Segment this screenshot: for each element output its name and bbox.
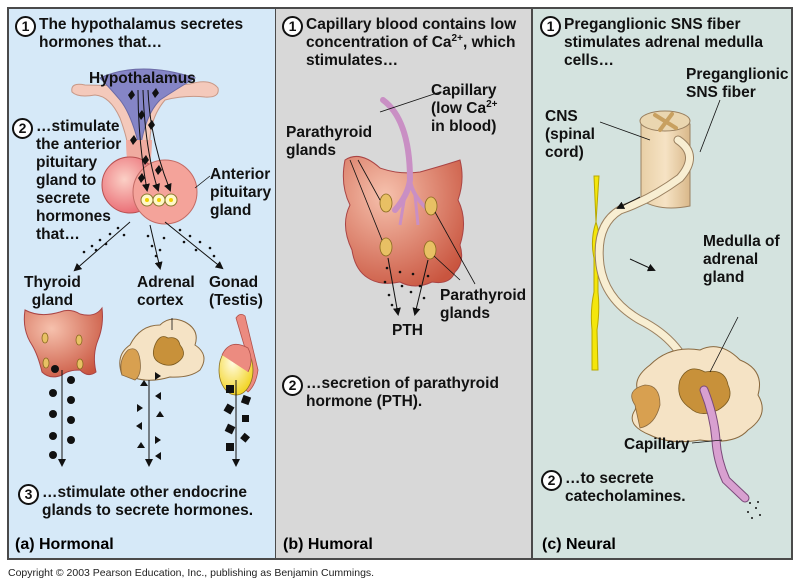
hormone-arrows-to-target-glands [73,221,224,272]
hypothalamus-pituitary-illustration [71,68,219,225]
gonad-label: Gonad(Testis) [209,274,263,309]
step-number-2: 2 [12,118,33,139]
caption-neural: (c) Neural [542,536,616,553]
hormone-dots [82,226,216,258]
capillary-label: Capillary [624,436,690,453]
neural-illustration [590,99,763,519]
capillary-label: Capillary(low Ca2+in blood) [431,82,498,135]
hypothalamus-label: Hypothalamus [89,70,196,87]
step-number-1: 1 [282,16,303,37]
thyroid-parathyroid-illustration [342,91,476,316]
panel-neural [532,7,793,560]
step-number-1: 1 [540,16,561,37]
step-number-1: 1 [15,16,36,37]
caption-humoral: (b) Humoral [283,536,373,553]
thyroid-gland-illustration [23,306,103,467]
testis-illustration [218,314,259,467]
hormonal-step-2: 2 …stimulate the anterior pituitary glan… [12,118,121,244]
adrenal-cortex-illustration [119,318,205,467]
pth-label: PTH [392,322,423,339]
copyright-notice: Copyright © 2003 Pearson Education, Inc.… [8,567,375,579]
step-number-2: 2 [541,470,562,491]
caption-hormonal: (a) Hormonal [15,536,114,553]
step-number-3: 3 [18,484,39,505]
step-number-2: 2 [282,375,303,396]
